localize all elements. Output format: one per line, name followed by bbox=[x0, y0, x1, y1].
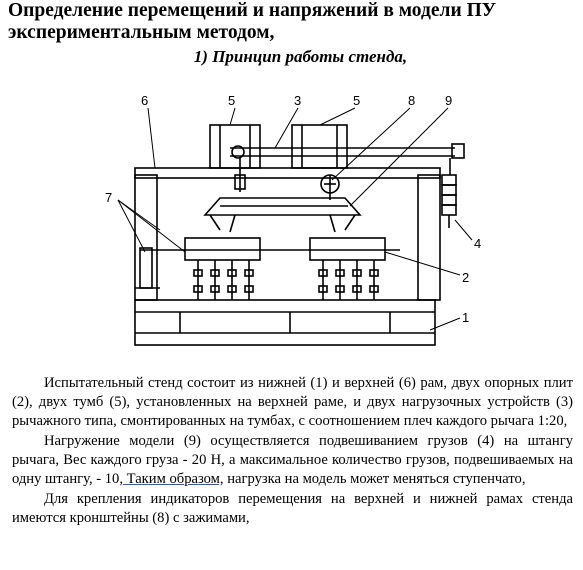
paragraph-1: Испытательный стенд состоит из нижней (1… bbox=[12, 375, 573, 429]
test-stand-diagram: 6 5 3 5 8 9 7 4 2 1 bbox=[80, 80, 500, 370]
paragraph-2-start: Нагружение модели (9) осуществляется под… bbox=[12, 433, 573, 487]
label-7: 7 bbox=[105, 190, 112, 205]
label-1: 1 bbox=[462, 310, 469, 325]
label-3: 3 bbox=[294, 93, 301, 108]
paragraph-2-end: нагрузка на модель может меняться ступен… bbox=[223, 471, 526, 487]
underlined-phrase: , Таким образом, bbox=[119, 471, 224, 487]
paragraph-2: Нагружение модели (9) осуществляется под… bbox=[12, 432, 573, 489]
test-stand-drawing: 6 5 3 5 8 9 7 4 2 1 bbox=[105, 93, 481, 346]
label-6: 6 bbox=[141, 93, 148, 108]
label-4: 4 bbox=[474, 236, 481, 251]
description-text: Испытательный стенд состоит из нижней (1… bbox=[12, 374, 573, 529]
paragraph-3: Для крепления индикаторов перемещения на… bbox=[12, 491, 573, 526]
label-8: 8 bbox=[408, 93, 415, 108]
label-5-right: 5 bbox=[353, 93, 360, 108]
page-title: Определение перемещений и напряжений в м… bbox=[8, 0, 497, 43]
label-5-left: 5 bbox=[228, 93, 235, 108]
section-subtitle: 1) Принцип работы стенда, bbox=[193, 47, 408, 66]
label-2: 2 bbox=[462, 270, 469, 285]
label-9: 9 bbox=[445, 93, 452, 108]
